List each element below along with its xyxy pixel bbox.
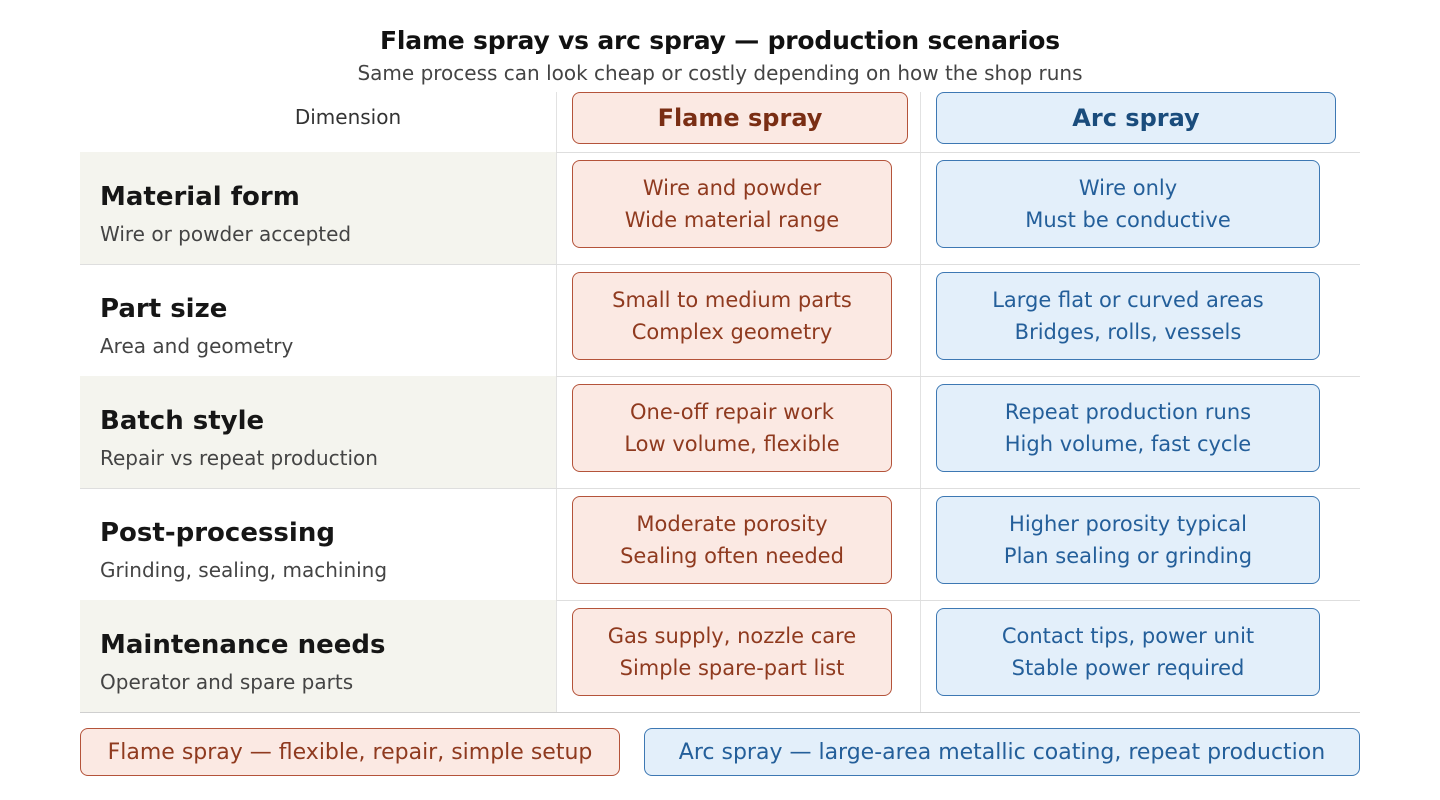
table-row: Post-processing Grinding, sealing, machi…	[80, 488, 1360, 600]
column-header-arc-spray: Arc spray	[936, 92, 1336, 144]
arc-spray-cell: Wire only Must be conductive	[936, 160, 1320, 248]
cell-line: Repeat production runs	[1004, 400, 1252, 424]
row-label: Batch style	[100, 406, 265, 436]
column-divider-1	[556, 92, 557, 712]
cell-line: Stable power required	[1011, 656, 1245, 680]
row-label-shade	[80, 152, 556, 264]
cell-line: Moderate porosity	[636, 512, 828, 536]
row-label: Maintenance needs	[100, 630, 386, 660]
page-title: Flame spray vs arc spray — production sc…	[380, 26, 1060, 55]
cell-line: Wire and powder	[642, 176, 822, 200]
arc-spray-cell: Contact tips, power unit Stable power re…	[936, 608, 1320, 696]
cell-line: Simple spare-part list	[619, 656, 845, 680]
row-label: Material form	[100, 182, 300, 212]
footer-arc-spray-summary: Arc spray — large-area metallic coating,…	[644, 728, 1360, 776]
column-header-dimension: Dimension	[294, 105, 402, 129]
table-row: Batch style Repair vs repeat production …	[80, 376, 1360, 488]
flame-spray-cell: Small to medium parts Complex geometry	[572, 272, 892, 360]
row-description: Wire or powder accepted	[100, 222, 352, 246]
footer-flame-spray-summary: Flame spray — flexible, repair, simple s…	[80, 728, 620, 776]
table-row: Material form Wire or powder accepted Wi…	[80, 152, 1360, 264]
row-label-shade	[80, 600, 556, 712]
cell-line: Low volume, flexible	[624, 432, 840, 456]
row-description: Repair vs repeat production	[100, 446, 378, 470]
row-divider-bottom	[80, 712, 1360, 713]
row-divider-top	[80, 152, 1360, 153]
table-row: Maintenance needs Operator and spare par…	[80, 600, 1360, 712]
cell-line: Sealing often needed	[620, 544, 844, 568]
cell-line: Higher porosity typical	[1009, 512, 1247, 536]
row-label-shade	[80, 376, 556, 488]
flame-spray-cell: Gas supply, nozzle care Simple spare-par…	[572, 608, 892, 696]
row-label: Post-processing	[100, 518, 335, 548]
row-description: Grinding, sealing, machining	[100, 558, 388, 582]
cell-line: One-off repair work	[630, 400, 834, 424]
arc-spray-cell: Repeat production runs High volume, fast…	[936, 384, 1320, 472]
cell-line: Bridges, rolls, vessels	[1014, 320, 1242, 344]
row-description: Area and geometry	[100, 334, 294, 358]
cell-line: Complex geometry	[631, 320, 833, 344]
cell-line: Small to medium parts	[612, 288, 852, 312]
row-description: Operator and spare parts	[100, 670, 354, 694]
row-label: Part size	[100, 294, 228, 324]
arc-spray-cell: Higher porosity typical Plan sealing or …	[936, 496, 1320, 584]
row-divider	[80, 488, 1360, 489]
cell-line: Wide material range	[624, 208, 840, 232]
page-subtitle: Same process can look cheap or costly de…	[357, 61, 1083, 85]
row-divider	[80, 264, 1360, 265]
cell-line: Contact tips, power unit	[1001, 624, 1255, 648]
row-divider	[80, 376, 1360, 377]
cell-line: Gas supply, nozzle care	[607, 624, 857, 648]
flame-spray-cell: Moderate porosity Sealing often needed	[572, 496, 892, 584]
cell-line: Must be conductive	[1025, 208, 1231, 232]
table-row: Part size Area and geometry Small to med…	[80, 264, 1360, 376]
column-header-flame-spray: Flame spray	[572, 92, 908, 144]
cell-line: High volume, fast cycle	[1004, 432, 1252, 456]
cell-line: Large flat or curved areas	[992, 288, 1264, 312]
flame-spray-cell: One-off repair work Low volume, flexible	[572, 384, 892, 472]
cell-line: Wire only	[1078, 176, 1178, 200]
row-divider	[80, 600, 1360, 601]
arc-spray-cell: Large flat or curved areas Bridges, roll…	[936, 272, 1320, 360]
column-divider-2	[920, 92, 921, 712]
flame-spray-cell: Wire and powder Wide material range	[572, 160, 892, 248]
cell-line: Plan sealing or grinding	[1003, 544, 1253, 568]
